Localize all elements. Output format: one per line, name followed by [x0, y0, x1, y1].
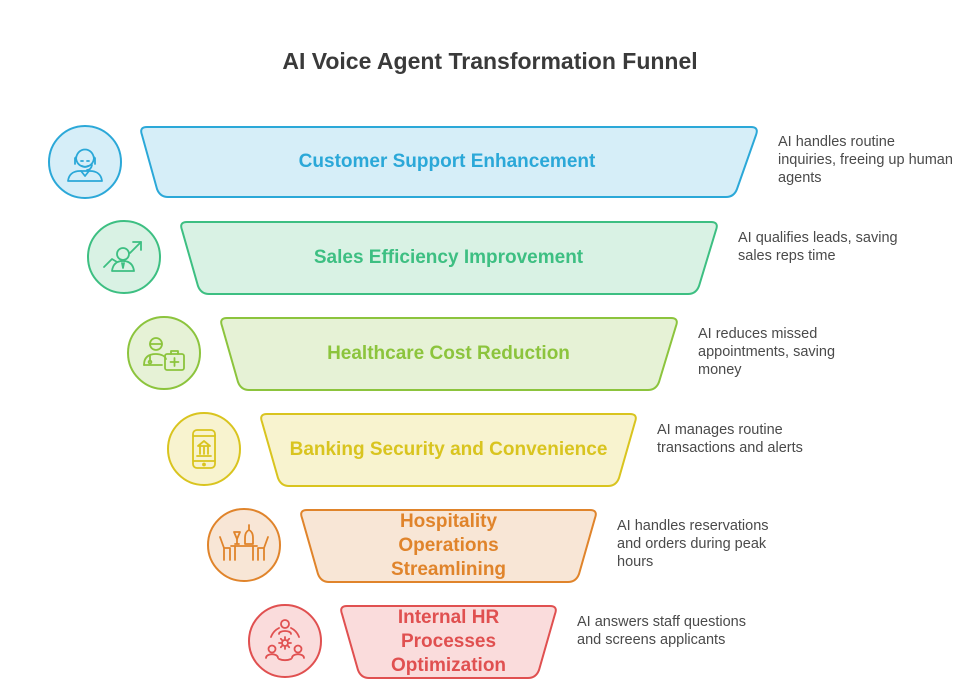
stage-description-6: AI answers staff questions and screens a… [577, 614, 746, 648]
stage-icon-circle-3 [127, 316, 201, 390]
funnel-band-3 [220, 317, 678, 391]
sales-growth-icon [103, 241, 142, 272]
stage-description-1: AI handles routine inquiries, freeing up… [778, 134, 953, 186]
stage-label-2: Sales Efficiency Improvement [313, 247, 584, 268]
doctor-medical-kit-icon [143, 337, 185, 371]
stage-icon-circle-6 [248, 604, 322, 678]
stage-icon-circle-2 [87, 220, 161, 294]
funnel-title: AI Voice Agent Transformation Funnel [282, 48, 698, 74]
stage-label-4: Banking Security and Convenience [289, 439, 608, 460]
stage-description-4: AI manages routine transactions and aler… [657, 422, 803, 456]
stage-description-2: AI qualifies leads, saving sales reps ti… [738, 230, 898, 264]
stage-description-5: AI handles reservations and orders durin… [617, 518, 769, 570]
funnel-band-2 [180, 221, 718, 295]
funnel-band-1 [140, 126, 758, 198]
stage-description-3: AI reduces missed appointments, saving m… [698, 326, 836, 378]
funnel-band-6 [340, 605, 557, 679]
restaurant-table-icon [219, 524, 269, 561]
stage-label-6: Internal HR Processes Optimization [390, 607, 507, 676]
mobile-banking-icon [192, 429, 216, 469]
funnel-band-5 [300, 509, 597, 583]
hr-team-settings-icon [265, 619, 305, 662]
stage-icon-circle-5 [207, 508, 281, 582]
stage-label-3: Healthcare Cost Reduction [327, 343, 570, 364]
stage-label-1: Customer Support Enhancement [298, 151, 596, 172]
customer-support-agent-icon [67, 148, 103, 182]
stage-icon-circle-1 [48, 125, 122, 199]
funnel-band-4 [260, 413, 637, 487]
stage-label-5: Hospitality Operations Streamlining [390, 511, 507, 580]
